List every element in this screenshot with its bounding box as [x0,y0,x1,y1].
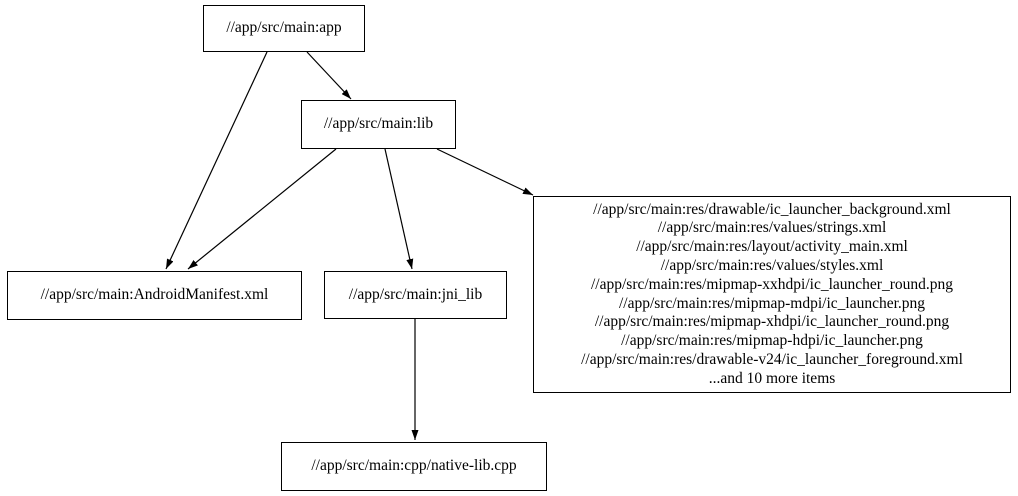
node-lib-label: //app/src/main:lib [323,115,434,133]
resource-file-label: //app/src/main:res/drawable/ic_launcher_… [593,200,951,218]
resource-file-label: //app/src/main:res/mipmap-xhdpi/ic_launc… [594,313,950,331]
node-app: //app/src/main:app [203,5,365,52]
resource-file-label: //app/src/main:res/mipmap-mdpi/ic_launch… [618,294,926,312]
node-native-lib-cpp: //app/src/main:cpp/native-lib.cpp [281,442,547,491]
node-lib: //app/src/main:lib [301,100,456,149]
edge-app-to-manifest [165,51,268,270]
resource-file-label: //app/src/main:res/mipmap-hdpi/ic_launch… [621,332,923,350]
resource-file-label: //app/src/main:res/drawable-v24/ic_launc… [581,350,963,368]
resource-file-label: //app/src/main:res/values/strings.xml [657,219,887,237]
node-jni-lib-label: //app/src/main:jni_lib [348,285,483,303]
resource-file-label: //app/src/main:res/mipmap-xxhdpi/ic_laun… [590,275,953,293]
node-android-manifest-label: //app/src/main:AndroidManifest.xml [40,286,269,304]
resource-file-label: //app/src/main:res/layout/activity_main.… [636,238,908,256]
node-native-lib-cpp-label: //app/src/main:cpp/native-lib.cpp [311,457,517,475]
edge-lib-to-manifest [187,148,337,270]
resources-more-items-label: ...and 10 more items [708,369,836,387]
edge-lib-to-resources [436,148,534,196]
node-jni-lib: //app/src/main:jni_lib [324,271,507,319]
node-android-manifest: //app/src/main:AndroidManifest.xml [7,271,302,320]
edge-lib-to-jni-lib [384,148,414,270]
node-app-label: //app/src/main:app [226,19,342,37]
edge-app-to-lib [306,51,352,100]
resource-file-label: //app/src/main:res/values/styles.xml [660,256,884,274]
node-resources-group: //app/src/main:res/drawable/ic_launcher_… [533,196,1011,393]
